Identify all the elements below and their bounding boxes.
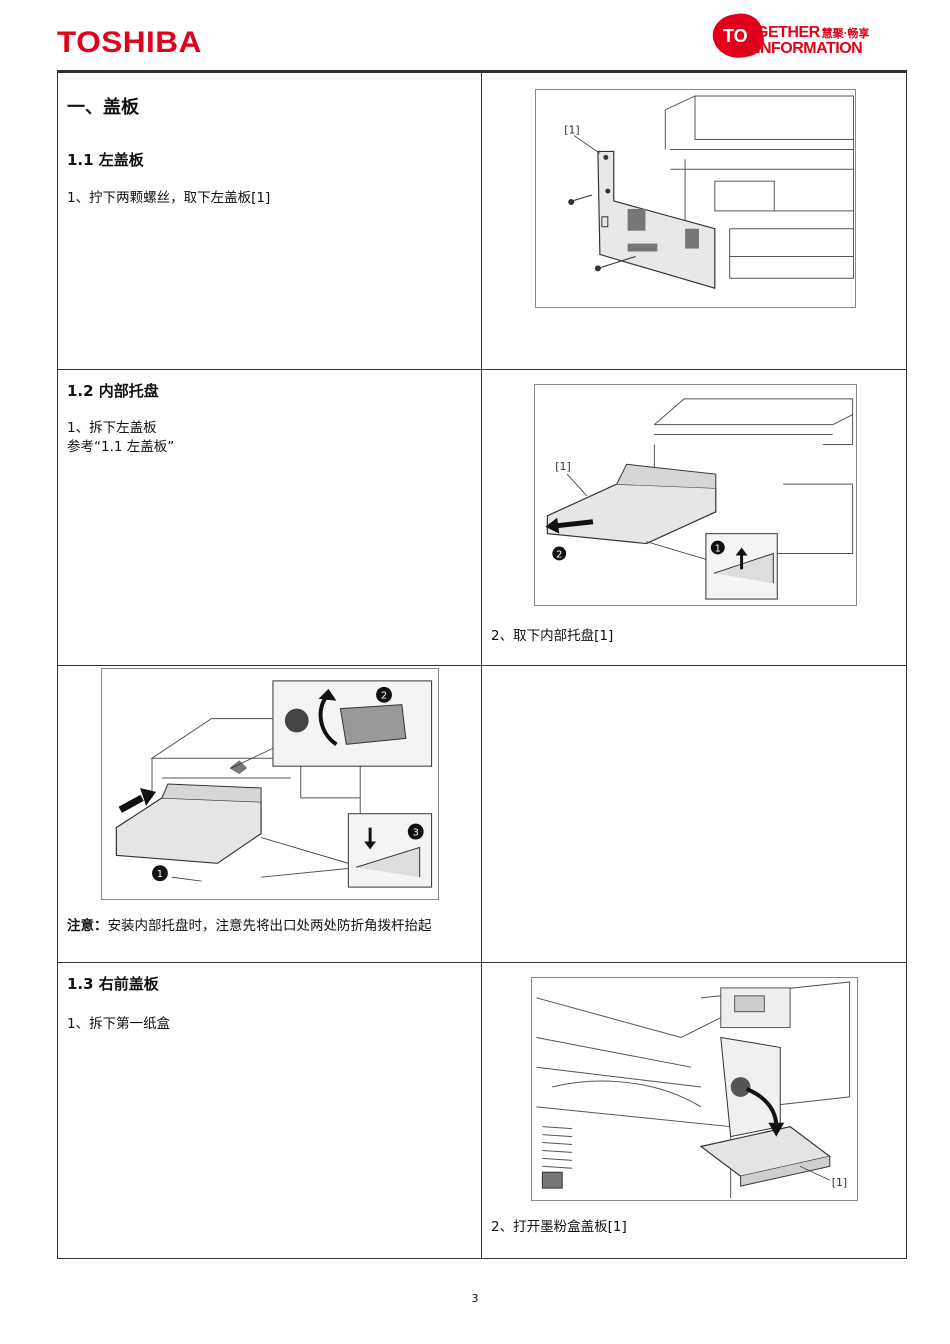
inner-tray-drawing: 2 [1] 1: [545, 398, 854, 600]
instruction-table: 一、盖板 1.1 左盖板 1、拧下两颗螺丝，取下左盖板[1]: [57, 72, 907, 1259]
step-text: 1、拆下左盖板: [67, 420, 157, 436]
figure-callout: [1]: [832, 1176, 847, 1189]
step-marker-2: 2: [556, 549, 562, 560]
tray-install-drawing: 1 2 3: [115, 680, 433, 888]
subsection-title-1-3: 1.3 右前盖板: [67, 975, 159, 993]
subsection-title-1-1: 1.1 左盖板: [67, 151, 144, 169]
logo-badge-text: TO: [723, 26, 748, 46]
step-marker-2: 2: [381, 691, 387, 702]
left-cover-drawing: [1]: [564, 95, 855, 289]
cell-inner-tray-figure: 2 [1] 1 2、取下内部托盘[1]: [481, 369, 907, 666]
cell-right-front-cover-text: 1.3 右前盖板 1、拆下第一纸盒: [57, 962, 482, 1259]
right-front-cover-drawing: [1]: [536, 981, 851, 1199]
cell-right-front-cover-figure: [1] 2、打开墨粉盒盖板[1]: [481, 962, 907, 1259]
cell-empty: [481, 665, 907, 963]
caution-text: 安装内部托盘时，注意先将出口处两处防折角拨杆抬起: [107, 918, 432, 934]
cell-inner-tray-text: 1.2 内部托盘 1、拆下左盖板 参考“1.1 左盖板”: [57, 369, 482, 666]
step-text: 1、拆下第一纸盒: [67, 1016, 171, 1032]
section-title: 一、盖板: [67, 97, 139, 118]
toshiba-logo: TOSHIBA: [57, 26, 202, 59]
subsection-title-1-2: 1.2 内部托盘: [67, 382, 159, 400]
reference-text: 参考“1.1 左盖板”: [67, 439, 175, 455]
right-front-cover-illustration: [1]: [531, 977, 858, 1201]
figure-callout: [1]: [564, 124, 579, 137]
header-rule: [57, 70, 907, 72]
step-marker-1: 1: [715, 543, 721, 554]
tray-install-illustration: 1 2 3: [101, 668, 439, 900]
caution-note: 注意：安装内部托盘时，注意先将出口处两处防折角拨杆抬起: [67, 916, 432, 936]
step-marker-1: 1: [157, 869, 163, 880]
page-number: 3: [471, 1292, 479, 1305]
logo-line-2: INFORMATION: [756, 40, 863, 57]
inner-tray-illustration: 2 [1] 1: [534, 384, 857, 606]
cell-left-cover-figure: [1]: [481, 72, 907, 370]
cell-left-cover-text: 一、盖板 1.1 左盖板 1、拧下两颗螺丝，取下左盖板[1]: [57, 72, 482, 370]
step-text: 2、打开墨粉盒盖板[1]: [491, 1219, 627, 1235]
step-text: 1、拧下两颗螺丝，取下左盖板[1]: [67, 190, 271, 206]
step-marker-3: 3: [413, 828, 419, 839]
left-cover-illustration: [1]: [535, 89, 856, 308]
figure-callout: [1]: [555, 460, 570, 473]
step-text: 2、取下内部托盘[1]: [491, 628, 614, 644]
cell-tray-install-note: 1 2 3 注意：安装内部托盘时，注意先将出口处两处防折角拨杆抬起: [57, 665, 482, 963]
caution-label: 注意：: [67, 918, 108, 934]
